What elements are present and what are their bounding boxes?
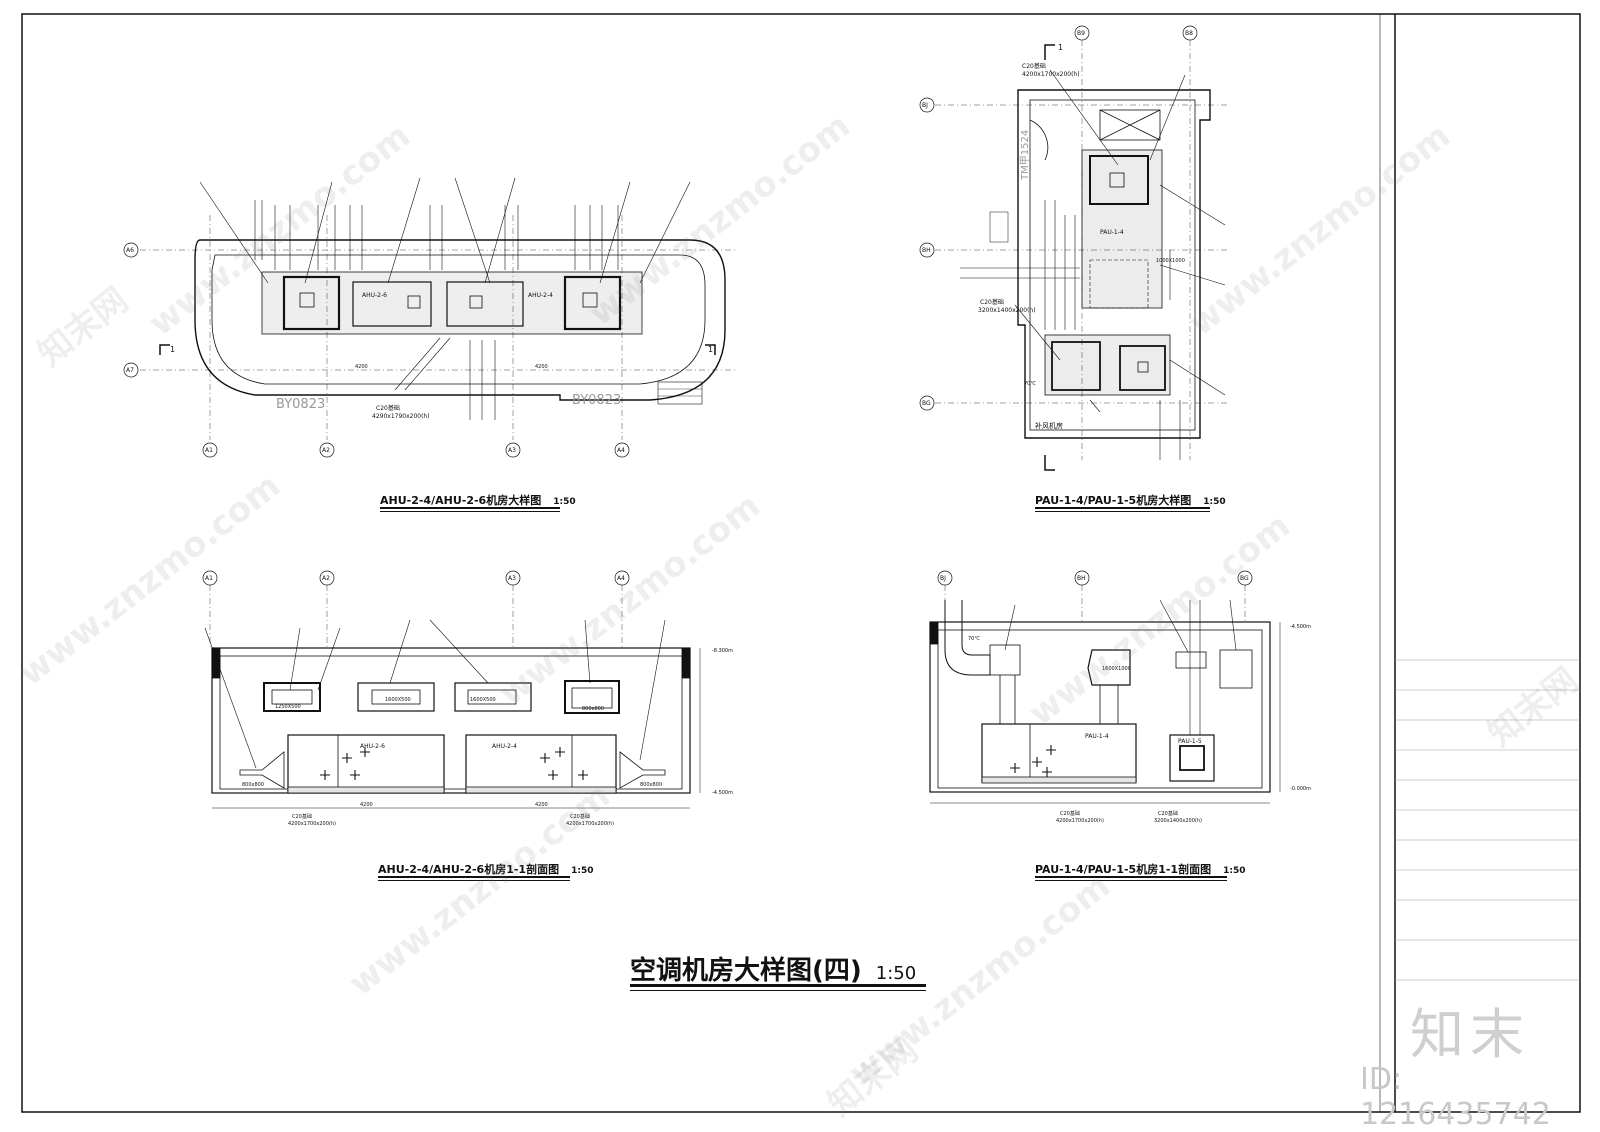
pau-plan-axis-bg: BG xyxy=(922,400,931,407)
pau-section-elev-top: -4.500m xyxy=(1290,624,1311,630)
pau-section-c20-right: C20基础 xyxy=(1158,810,1178,817)
pau-plan-c20-top-label: C20基础 xyxy=(1022,62,1046,70)
ahu-section-c20-right-dim: 4200x1700x200(h) xyxy=(566,821,614,827)
ahu-plan-title-text: AHU-2-4/AHU-2-6机房大样图 xyxy=(380,494,542,507)
ahu-plan-unit-24-label: AHU-2-4 xyxy=(528,292,553,299)
ahu-section-title-underline-thin xyxy=(378,880,570,881)
pau-section-axis-bj: BJ xyxy=(940,575,946,582)
sheet-main-title-text: 空调机房大样图(四) xyxy=(630,956,862,986)
pau-section-duct-1600x1000: 1600X1000 xyxy=(1102,666,1131,672)
ahu-section-duct-800-left: 800x800 xyxy=(242,782,264,788)
pau-section-unit-15-label: PAU-1-5 xyxy=(1178,738,1202,745)
pau-plan-c20-top-dim: 4200x1700x200(h) xyxy=(1022,71,1080,78)
ahu-plan-title: AHU-2-4/AHU-2-6机房大样图 1:50 xyxy=(380,492,576,508)
ahu-plan-axis-a4: A4 xyxy=(617,447,625,454)
ahu-plan-column-tag-left: BY0823 xyxy=(276,397,325,412)
pau-section-temp: 70℃ xyxy=(968,636,980,642)
pau-section-elev-bottom: -0.000m xyxy=(1290,786,1311,792)
sheet-border xyxy=(21,13,1581,1113)
ahu-section-axis-a2: A2 xyxy=(322,575,330,582)
pau-plan-c20-label: C20基础 xyxy=(980,298,1004,306)
ahu-plan-scale: 1:50 xyxy=(553,497,576,507)
ahu-section-axis-a1: A1 xyxy=(205,575,213,582)
sheet-main-scale: 1:50 xyxy=(875,963,917,984)
pau-plan-room-label: 补风机房 xyxy=(1035,421,1063,430)
ahu-section-title-text: AHU-2-4/AHU-2-6机房1-1剖面图 xyxy=(378,863,560,876)
pau-plan-title-text: PAU-1-4/PAU-1-5机房大样图 xyxy=(1035,494,1192,507)
ahu-section-view xyxy=(202,570,701,809)
pau-section-axis-bg: BG xyxy=(1240,575,1249,582)
pau-plan-scale: 1:50 xyxy=(1203,497,1226,507)
ahu-section-duct-800: 800x800 xyxy=(582,706,604,712)
ahu-section-elev-top: -8.300m xyxy=(712,648,733,654)
ahu-plan-section-mark-left: 1 xyxy=(170,345,175,354)
pau-plan-unit-14-label: PAU-1-4 xyxy=(1100,229,1124,236)
ahu-plan-axis-a1: A1 xyxy=(205,447,213,454)
pau-section-scale: 1:50 xyxy=(1223,866,1246,876)
pau-section-title-text: PAU-1-4/PAU-1-5机房1-1剖面图 xyxy=(1035,863,1212,876)
pau-plan-title: PAU-1-4/PAU-1-5机房大样图 1:50 xyxy=(1035,492,1226,508)
ahu-plan-section-mark-right: 1 xyxy=(708,345,713,354)
pau-plan-view xyxy=(919,25,1230,471)
pau-section-axis-bh: BH xyxy=(1077,575,1086,582)
pau-plan-duct-1000: 1000X1000 xyxy=(1156,258,1185,264)
pau-plan-section-mark: 1 xyxy=(1058,43,1063,52)
pau-plan-title-underline xyxy=(1035,507,1210,509)
ahu-plan-view xyxy=(123,177,735,458)
pau-section-c20-left: C20基础 xyxy=(1060,810,1080,817)
ahu-section-scale: 1:50 xyxy=(571,866,594,876)
pau-plan-c20-dim: 3200x1400x200(h) xyxy=(978,307,1036,314)
pau-plan-axis-bh: BH xyxy=(922,247,931,254)
ahu-plan-c20-dim: 4290x1790x200(h) xyxy=(372,413,430,420)
ahu-plan-title-underline xyxy=(380,507,560,509)
sheet-main-title-underline xyxy=(630,984,926,987)
pau-plan-axis-b8: B8 xyxy=(1185,30,1193,37)
ahu-plan-dim-left: 4200 xyxy=(355,364,368,370)
ahu-section-elev-bottom: -4.500m xyxy=(712,790,733,796)
ahu-section-unit-26-label: AHU-2-6 xyxy=(360,743,385,750)
sheet-main-title: 空调机房大样图(四) 1:50 xyxy=(630,950,916,987)
pau-plan-temp: 70℃ xyxy=(1024,381,1036,387)
ahu-plan-axis-a3: A3 xyxy=(508,447,516,454)
ahu-section-axis-a3: A3 xyxy=(508,575,516,582)
ahu-plan-title-underline-thin xyxy=(380,511,560,512)
title-block xyxy=(1395,659,1580,981)
resource-id: ID: 1216435742 xyxy=(1360,1062,1551,1132)
ahu-section-duct-800-right: 800x800 xyxy=(640,782,662,788)
pau-plan-door-tag: TM甲1524 xyxy=(1020,130,1031,181)
ahu-section-title: AHU-2-4/AHU-2-6机房1-1剖面图 1:50 xyxy=(378,861,593,877)
ahu-plan-axis-a7: A7 xyxy=(126,367,134,374)
ahu-plan-unit-26-label: AHU-2-6 xyxy=(362,292,387,299)
ahu-section-axis-a4: A4 xyxy=(617,575,625,582)
ahu-section-c20-right: C20基础 xyxy=(570,813,590,820)
pau-plan-axis-b9: B9 xyxy=(1077,30,1085,37)
ahu-section-duct-1600a: 1600X500 xyxy=(385,697,411,703)
ahu-plan-dim-right: 4200 xyxy=(535,364,548,370)
brand-logo: 知末 xyxy=(1410,1003,1530,1066)
ahu-section-dim-right: 4200 xyxy=(535,802,548,808)
pau-section-view xyxy=(929,570,1281,804)
ahu-plan-column-tag-right: BY0823 xyxy=(572,393,621,408)
pau-section-title-underline xyxy=(1035,876,1227,878)
ahu-section-duct-1600b: 1600X500 xyxy=(470,697,496,703)
pau-section-title: PAU-1-4/PAU-1-5机房1-1剖面图 1:50 xyxy=(1035,861,1245,877)
pau-section-c20-right-dim: 3200x1400x200(h) xyxy=(1154,818,1202,824)
pau-section-title-underline-thin xyxy=(1035,880,1227,881)
ahu-section-unit-24-label: AHU-2-4 xyxy=(492,743,517,750)
pau-section-c20-left-dim: 4200x1700x200(h) xyxy=(1056,818,1104,824)
ahu-plan-axis-a2: A2 xyxy=(322,447,330,454)
pau-plan-axis-bj: BJ xyxy=(922,102,928,109)
ahu-section-c20-left-dim: 4200x1700x200(h) xyxy=(288,821,336,827)
pau-plan-title-underline-thin xyxy=(1035,511,1210,512)
ahu-section-dim-left: 4200 xyxy=(360,802,373,808)
ahu-plan-c20-label: C20基础 xyxy=(376,404,400,412)
ahu-plan-axis-a6: A6 xyxy=(126,247,134,254)
ahu-section-c20-left: C20基础 xyxy=(292,813,312,820)
sheet-main-title-underline-thin xyxy=(630,990,926,991)
ahu-section-title-underline xyxy=(378,876,570,878)
pau-section-unit-14-label: PAU-1-4 xyxy=(1085,733,1109,740)
ahu-section-duct-1250: 1250X500 xyxy=(275,704,301,710)
